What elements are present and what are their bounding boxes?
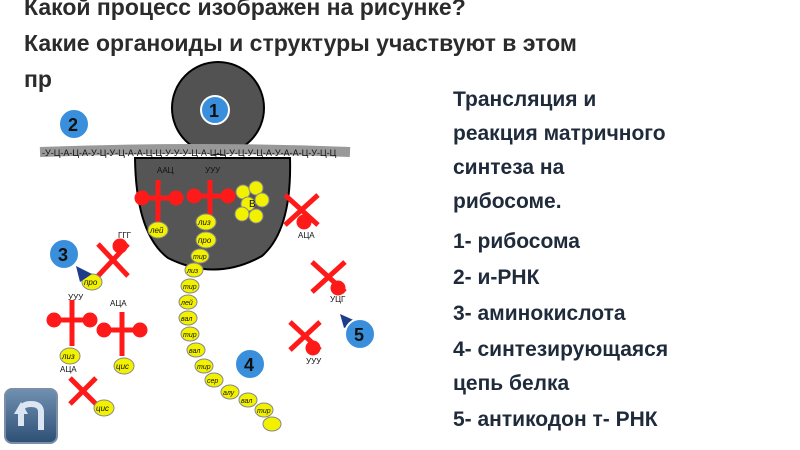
svg-text:2: 2 bbox=[68, 115, 78, 135]
amino-acid-label: лиз bbox=[61, 352, 75, 361]
marker-1: 1 bbox=[200, 95, 230, 125]
svg-text:3: 3 bbox=[58, 245, 68, 265]
protein-bead bbox=[262, 416, 282, 432]
amino-acid-liz bbox=[195, 213, 217, 231]
answer-item-1: 1- рибосома bbox=[453, 230, 580, 253]
protein-bead-label: тир bbox=[183, 332, 197, 339]
protein-bead bbox=[194, 358, 214, 374]
protein-bead-label: тир bbox=[197, 364, 211, 371]
anticodon-label: АЦА bbox=[110, 299, 127, 308]
svg-text:5: 5 bbox=[354, 325, 364, 345]
protein-bead-label: лей bbox=[180, 299, 193, 307]
answer-item-4-continued: цепь белка bbox=[453, 372, 570, 395]
protein-bead bbox=[204, 372, 224, 388]
protein-bead bbox=[220, 384, 240, 400]
trna-free-right-low bbox=[288, 320, 322, 356]
svg-text:4: 4 bbox=[244, 355, 254, 375]
trna-free-right-top bbox=[283, 193, 320, 230]
anticodon-label: УУУ bbox=[68, 293, 84, 302]
amino-acid-cluster bbox=[234, 180, 270, 224]
protein-bead-label: сер bbox=[207, 378, 218, 385]
marker-4: 4 bbox=[234, 348, 266, 380]
answer-item-3: 3- аминокислота bbox=[453, 302, 626, 325]
amino-acid-cis-1 bbox=[113, 357, 135, 375]
back-arrow-icon bbox=[14, 400, 44, 430]
anticodon-label: УУУ bbox=[306, 357, 322, 366]
protein-bead-label: тир bbox=[257, 408, 271, 415]
protein-bead-label: тир bbox=[183, 284, 197, 291]
ribosome-letter: В bbox=[249, 199, 256, 210]
amino-acid-lei bbox=[147, 221, 169, 239]
codon-aac: ААЦ bbox=[157, 166, 174, 175]
anticodon-label: УЦГ bbox=[330, 295, 346, 304]
protein-bead-label: вал bbox=[241, 398, 252, 405]
protein-bead bbox=[180, 326, 200, 342]
anticodon-arrow-5 bbox=[340, 314, 358, 328]
question-line-1: Какой процесс изображен на рисунке? bbox=[24, 0, 466, 20]
trna-free-right-mid bbox=[310, 260, 347, 296]
question-line-2: Какие органоиды и структуры участвуют в … bbox=[24, 30, 577, 56]
mrna-strand bbox=[39, 144, 351, 157]
amino-acid-label: цис bbox=[96, 404, 109, 413]
marker-5: 5 bbox=[344, 318, 376, 350]
protein-bead bbox=[186, 342, 206, 358]
trna-free-center-left bbox=[96, 312, 148, 356]
amino-acid-label: лей bbox=[149, 226, 164, 235]
protein-bead bbox=[180, 278, 200, 294]
amino-acid-label: про bbox=[198, 236, 212, 245]
protein-bead bbox=[254, 402, 274, 418]
amino-acid-liz-free bbox=[59, 347, 81, 365]
protein-bead-label: вал bbox=[181, 316, 192, 323]
answer-line-3: синтеза на bbox=[453, 156, 565, 179]
answer-line-2: реакция матричного bbox=[453, 122, 666, 145]
trna-in-ribosome-1 bbox=[134, 180, 184, 222]
protein-bead bbox=[178, 310, 198, 326]
trna-free-left-mid bbox=[46, 300, 98, 346]
question-line-3: пр bbox=[24, 66, 52, 92]
marker-3: 3 bbox=[48, 238, 80, 270]
protein-bead bbox=[184, 262, 204, 278]
mrna-sequence: -У-Ц-А-Ц-А-У-Ц-У-Ц-А-А-Ц-Ц-У-У-У-Ц-А-Ц-Ц… bbox=[42, 148, 337, 158]
amino-acid-label: про bbox=[84, 278, 98, 287]
amino-acid-pro bbox=[195, 231, 217, 249]
trna-free-left-top bbox=[96, 238, 130, 278]
answer-line-4: рибосоме. bbox=[453, 190, 562, 213]
anticodon-label: АЦА bbox=[60, 365, 77, 374]
trna-in-ribosome-2 bbox=[186, 180, 236, 218]
protein-bead-label: алу bbox=[223, 390, 235, 397]
protein-bead-label: тир bbox=[193, 254, 207, 261]
answer-item-5: 5- антикодон т- РНК bbox=[453, 408, 658, 431]
amino-acid-label: лиз bbox=[197, 218, 211, 227]
anticodon-label: ГГГ bbox=[118, 231, 132, 240]
protein-bead bbox=[178, 294, 198, 310]
answer-line-1: Трансляция и bbox=[453, 88, 597, 111]
svg-text:1: 1 bbox=[209, 101, 219, 121]
amino-acid-cis-2 bbox=[93, 399, 115, 417]
protein-bead-label: лиз bbox=[186, 268, 199, 275]
amino-acid-arrow-3 bbox=[76, 266, 92, 282]
marker-2: 2 bbox=[58, 108, 90, 140]
trna-free-bottom bbox=[68, 376, 98, 406]
answer-item-2: 2- и-РНК bbox=[453, 266, 540, 289]
protein-bead bbox=[190, 248, 210, 264]
answer-item-4: 4- синтезирующаяся bbox=[453, 338, 669, 361]
protein-bead bbox=[238, 392, 258, 408]
codon-uuu: УУУ bbox=[205, 166, 221, 175]
back-button[interactable] bbox=[4, 388, 58, 444]
anticodon-label: АЦА bbox=[298, 231, 315, 240]
protein-bead-label: вал bbox=[189, 348, 200, 355]
amino-acid-label: цис bbox=[116, 362, 129, 371]
